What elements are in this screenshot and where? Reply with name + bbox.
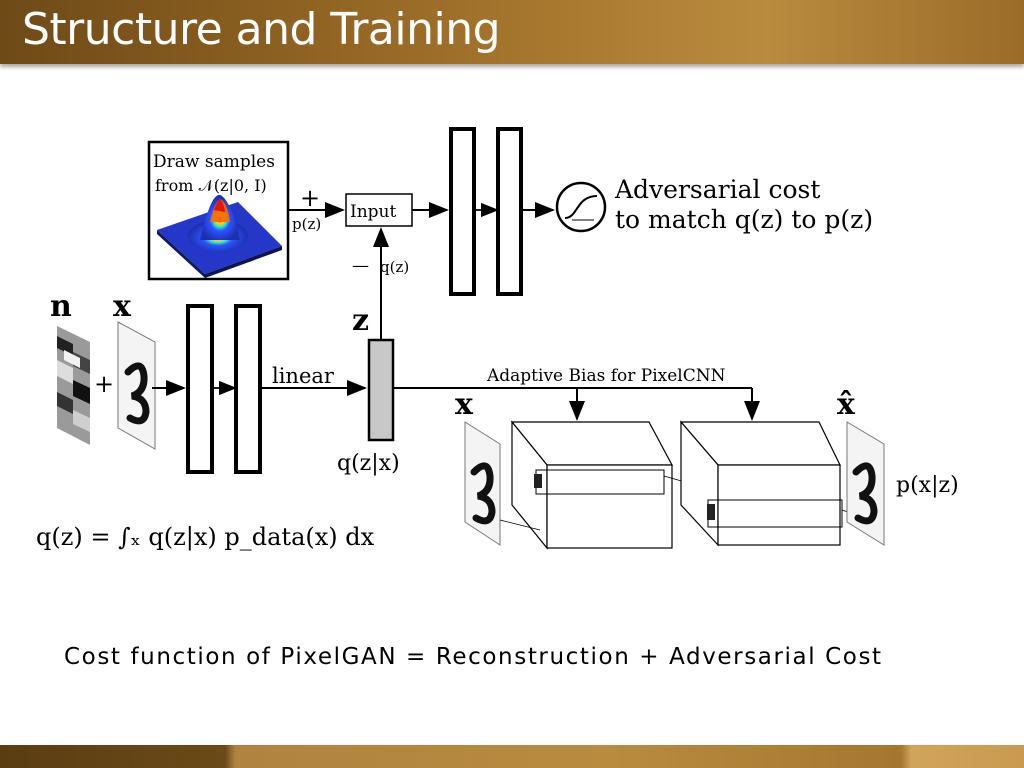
- plus-small: +: [94, 370, 114, 398]
- code-box: [367, 338, 395, 442]
- minus-sign: —: [352, 256, 369, 276]
- p-z-label: p(z): [292, 215, 321, 233]
- pixelcnn-block-2: [679, 420, 879, 547]
- noise-image: [57, 326, 90, 445]
- sigmoid-curve: [564, 195, 598, 219]
- p-x-given-z-label: p(x|z): [896, 473, 959, 498]
- disc-layer-2: [496, 127, 523, 296]
- x-decoder-label: x: [455, 387, 474, 422]
- digit-decoder-input-image: [464, 421, 501, 546]
- cost-function-text: Cost function of PixelGAN = Reconstructi…: [64, 644, 883, 670]
- input-label: Input: [350, 202, 396, 222]
- pixelcnn-block-1: [499, 420, 707, 550]
- disc-layer-1: [449, 127, 476, 296]
- adaptive-bias-label: Adaptive Bias for PixelCNN: [486, 366, 726, 386]
- x-hat-label: x̂: [837, 387, 856, 422]
- n-label: n: [50, 289, 72, 324]
- q-z-given-x-label: q(z|x): [337, 451, 400, 476]
- x-label: x: [113, 289, 132, 324]
- z-label: z: [352, 303, 369, 338]
- enc-layer-1: [186, 304, 214, 474]
- prior-box-line2: from 𝒩(z|0, I): [155, 176, 267, 195]
- formula: q(z) = ∫ₓ q(z|x) p_data(x) dx: [36, 523, 375, 552]
- digit-input-image: [117, 321, 156, 450]
- gaussian-surface-image: [157, 194, 282, 278]
- footer-bar: [0, 745, 1024, 768]
- linear-label: linear: [272, 364, 335, 388]
- slide-title: Structure and Training: [22, 4, 501, 55]
- plus-sign: +: [300, 184, 320, 212]
- prior-box-line1: Draw samples: [153, 152, 275, 172]
- q-z-label: q(z): [380, 258, 409, 276]
- sigmoid-icon: [555, 181, 607, 233]
- adv-cost-line2: to match q(z) to p(z): [615, 205, 873, 234]
- adv-cost-line1: Adversarial cost: [614, 175, 820, 204]
- digit-output-image: [846, 421, 885, 546]
- enc-layer-2: [234, 304, 262, 474]
- title-bar: Structure and Training: [0, 0, 1024, 64]
